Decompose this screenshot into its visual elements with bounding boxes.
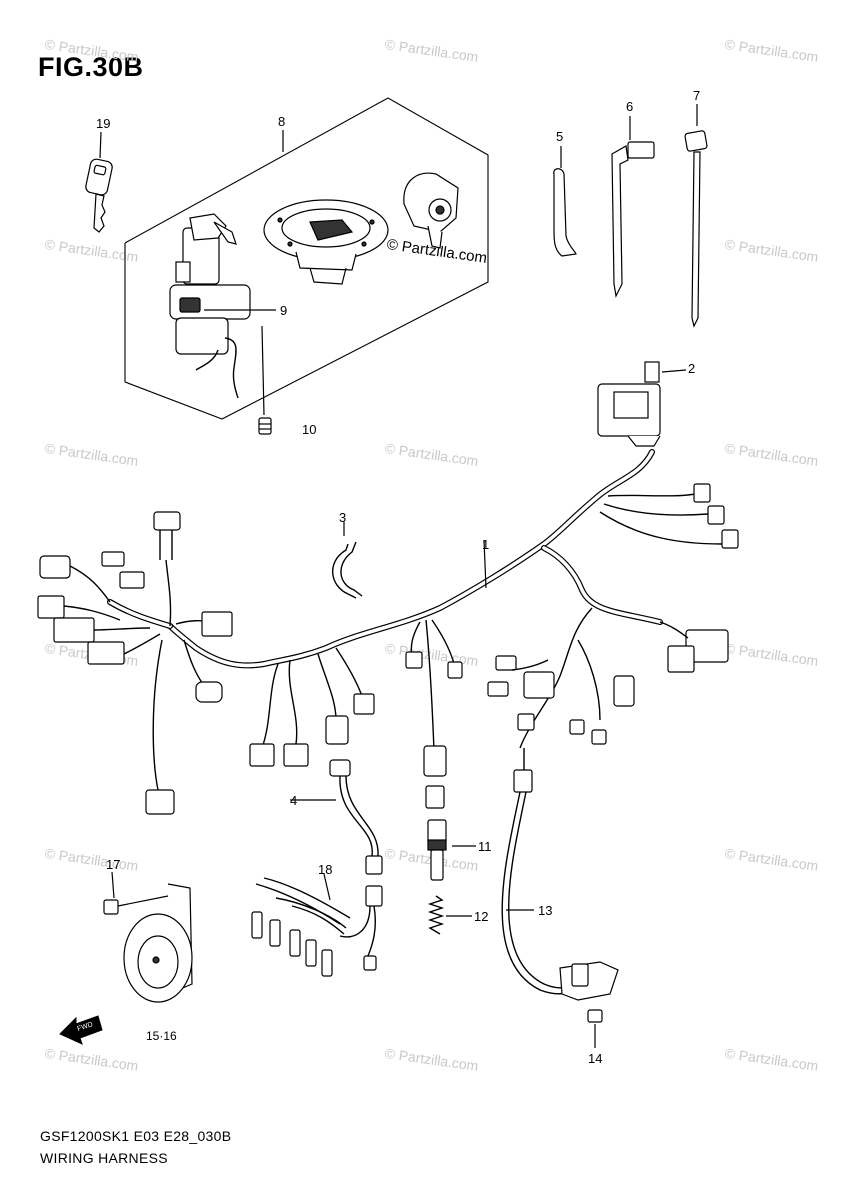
callout-3: 3	[339, 510, 346, 525]
part-11-switch	[427, 819, 476, 881]
callout-2: 2	[688, 361, 695, 376]
part-1-main-wiring-harness	[37, 449, 739, 815]
part-17-bolt	[103, 871, 169, 915]
part-13-harness	[501, 791, 619, 1001]
callout-10: 10	[302, 422, 316, 437]
part-4-sub-harness	[290, 759, 383, 875]
fuel-cap	[263, 199, 389, 285]
fwd-arrow-text: FWD	[76, 1021, 93, 1033]
part-7-cable-tie	[684, 104, 708, 328]
part-3-clamp	[331, 522, 363, 599]
part-5-clamp	[553, 146, 577, 257]
part-8-lock-set-box	[124, 97, 489, 420]
footer-name: WIRING HARNESS	[40, 1150, 168, 1166]
callout-15-16: 15·16	[146, 1029, 177, 1043]
callout-9: 9	[280, 303, 287, 318]
part-18-plug-caps	[251, 873, 383, 977]
figure-title: FIG.30B	[38, 52, 144, 82]
callout-5: 5	[556, 129, 563, 144]
callout-8: 8	[278, 114, 285, 129]
part-15-16-horn	[123, 883, 193, 1003]
part-19-key	[85, 131, 113, 233]
fwd-arrow-icon: FWD	[59, 1015, 103, 1045]
callout-17: 17	[106, 857, 120, 872]
callout-6: 6	[626, 99, 633, 114]
part-10-screw	[258, 325, 272, 435]
callout-14: 14	[588, 1051, 602, 1066]
callout-18: 18	[318, 862, 332, 877]
part-12-spring	[427, 895, 472, 935]
part-14-screw	[587, 1009, 603, 1048]
callout-11: 11	[478, 839, 492, 854]
callout-13: 13	[538, 903, 552, 918]
callout-4: 4	[290, 793, 297, 808]
callout-19: 19	[96, 116, 110, 131]
callout-12: 12	[474, 909, 488, 924]
ignition-switch	[169, 213, 251, 399]
footer-code: GSF1200SK1 E03 E28_030B	[40, 1128, 232, 1144]
callout-7: 7	[693, 88, 700, 103]
callout-1: 1	[482, 537, 489, 552]
seat-lock	[403, 172, 459, 249]
part-6-clamp	[611, 116, 655, 298]
part-2-fuse-relay-box	[597, 361, 687, 447]
